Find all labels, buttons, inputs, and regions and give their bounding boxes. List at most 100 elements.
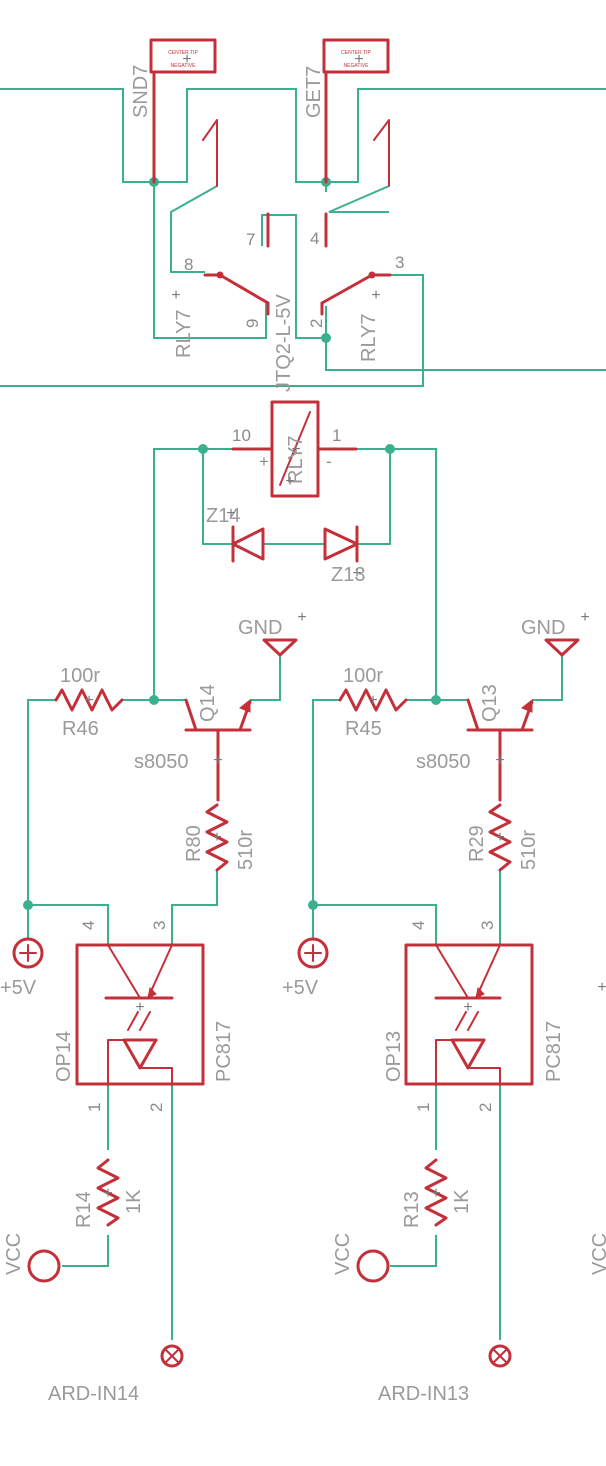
optocoupler-op14: 4 3 1 2 OP14 PC817 + — [53, 921, 235, 1112]
origin-cross: + — [371, 287, 380, 304]
gnd-symbol-ch14: GND + — [238, 609, 307, 657]
connector-snd7-box — [149, 38, 217, 74]
r29-value: 510r — [518, 830, 540, 870]
q13-value: s8050 — [416, 751, 471, 773]
next-channel-fragment: + VCC — [589, 979, 606, 1275]
supply-5v-ch14-label: +5V — [0, 977, 37, 999]
gnd-ch13-label: GND — [521, 617, 565, 639]
op14-pin-4: 4 — [79, 921, 98, 930]
wire-ch13-gnd — [532, 655, 563, 701]
pin-4: 4 — [310, 229, 319, 248]
op14-pin-3: 3 — [150, 921, 169, 930]
junction-ch14-supply — [23, 900, 33, 910]
op13-pin-4: 4 — [409, 921, 428, 930]
vcc-ch13-label: VCC — [332, 1233, 354, 1275]
pin-10: 10 — [232, 426, 251, 445]
resistor-r13: R13 1K + — [401, 1158, 473, 1228]
junction-ch13-base — [431, 695, 441, 705]
wire-snd-common — [153, 182, 267, 339]
channel-13: 100r R45 + Q13 s8050 + GND + R29 510r + — [282, 609, 590, 1405]
op14-pin-1: 1 — [85, 1103, 104, 1112]
origin-cross: + — [495, 829, 504, 846]
origin-cross: + — [495, 752, 504, 769]
wire-ch14-collector — [171, 870, 218, 945]
resistor-r29: R29 510r + — [466, 803, 540, 872]
wire-right-common — [325, 338, 606, 371]
gnd-ch14-label: GND — [238, 617, 282, 639]
r14-value: 1K — [123, 1189, 145, 1214]
wire-top-left-bus — [0, 88, 606, 183]
connector-get7-label: GET7 — [303, 66, 325, 118]
vcc-ch14-label: VCC — [3, 1233, 25, 1275]
r14-label: R14 — [73, 1191, 95, 1228]
origin-cross: + — [463, 999, 472, 1016]
resistor-r46: 100r R46 + — [54, 665, 124, 740]
origin-cross: + — [171, 287, 180, 304]
op13-pin-3: 3 — [478, 921, 497, 930]
origin-cross: + — [352, 565, 361, 582]
origin-cross: + — [213, 752, 222, 769]
junction-ch13-supply — [308, 900, 318, 910]
pin-7: 7 — [246, 230, 255, 249]
contact-left-spring — [202, 119, 218, 187]
r80-value: 510r — [235, 830, 257, 870]
vcc-ch14: VCC — [3, 1233, 61, 1283]
contact-right-spring — [373, 119, 390, 187]
wire-ch14-vcc — [62, 1235, 109, 1267]
q14-label: Q14 — [197, 684, 219, 722]
q14-value: s8050 — [134, 751, 189, 773]
pin-1: 1 — [332, 426, 341, 445]
wire-ch14-gnd — [250, 655, 281, 701]
resistor-r14: R14 1K + — [73, 1158, 145, 1228]
connector-snd7-label: SND7 — [130, 65, 152, 118]
op14-label: OP14 — [53, 1031, 75, 1082]
ard-in14-label: ARD-IN14 — [48, 1383, 139, 1405]
origin-cross: + — [285, 473, 294, 490]
wire-diode-left — [202, 449, 233, 545]
origin-cross: + — [135, 999, 144, 1016]
r46-label: R46 — [62, 718, 99, 740]
connector-snd7: CENTER TIP NEGATIVE + SND7 — [130, 38, 217, 184]
origin-cross: + — [84, 692, 93, 709]
relay-coil-section: 10 1 + - RLY7 + + Z14 + Z13 + — [153, 400, 437, 700]
origin-cross: + — [580, 609, 589, 626]
connector-get7-text-2: NEGATIVE — [344, 63, 370, 69]
r29-label: R29 — [466, 825, 488, 862]
origin-cross: + — [597, 979, 606, 996]
origin-cross: + — [297, 609, 306, 626]
r80-label: R80 — [183, 825, 205, 862]
pin-9: 9 — [243, 319, 262, 328]
relay-coil-label: RLY7 — [285, 435, 307, 484]
junction-ch14-base — [149, 695, 159, 705]
op14-value: PC817 — [213, 1021, 235, 1082]
ard-in13-label: ARD-IN13 — [378, 1383, 469, 1405]
origin-cross: + — [212, 829, 221, 846]
junction-coil-right — [385, 444, 395, 454]
wire-diode-right — [357, 449, 391, 545]
contact-right-label: RLY7 — [358, 313, 380, 362]
optocoupler-op13: 4 3 1 2 OP13 PC817 + — [383, 921, 565, 1112]
gnd-symbol-ch13: GND + — [521, 609, 590, 657]
contact-left-label: RLY7 — [173, 309, 195, 358]
channel-14: 100r R46 + Q14 s8050 + GND + R80 510r + — [0, 609, 307, 1405]
r13-value: 1K — [451, 1189, 473, 1214]
junction-relay-common — [321, 333, 331, 343]
resistor-r80: R80 510r + — [183, 803, 257, 872]
op13-value: PC817 — [543, 1021, 565, 1082]
relay-coil: 10 1 + - RLY7 + + — [231, 400, 358, 498]
transistor-q13: Q13 s8050 + — [416, 684, 534, 802]
q13-label: Q13 — [479, 684, 501, 722]
coil-minus: - — [326, 452, 332, 471]
pin-3: 3 — [395, 253, 404, 272]
op13-pin-2: 2 — [476, 1103, 495, 1112]
relay-contact-left: 8 7 9 RLY7 + — [171, 119, 270, 358]
r46-value: 100r — [60, 665, 100, 687]
diode-z14: Z14 + — [206, 505, 265, 563]
wire-left-nc — [170, 185, 218, 273]
junction-coil-left — [198, 444, 208, 454]
origin-cross: + — [354, 51, 363, 68]
supply-5v-ch13-label: +5V — [282, 977, 319, 999]
relay-contacts-section: CENTER TIP NEGATIVE + SND7 CENTER TIP NE… — [0, 38, 606, 392]
transistor-q14: Q14 s8050 + — [134, 684, 252, 802]
